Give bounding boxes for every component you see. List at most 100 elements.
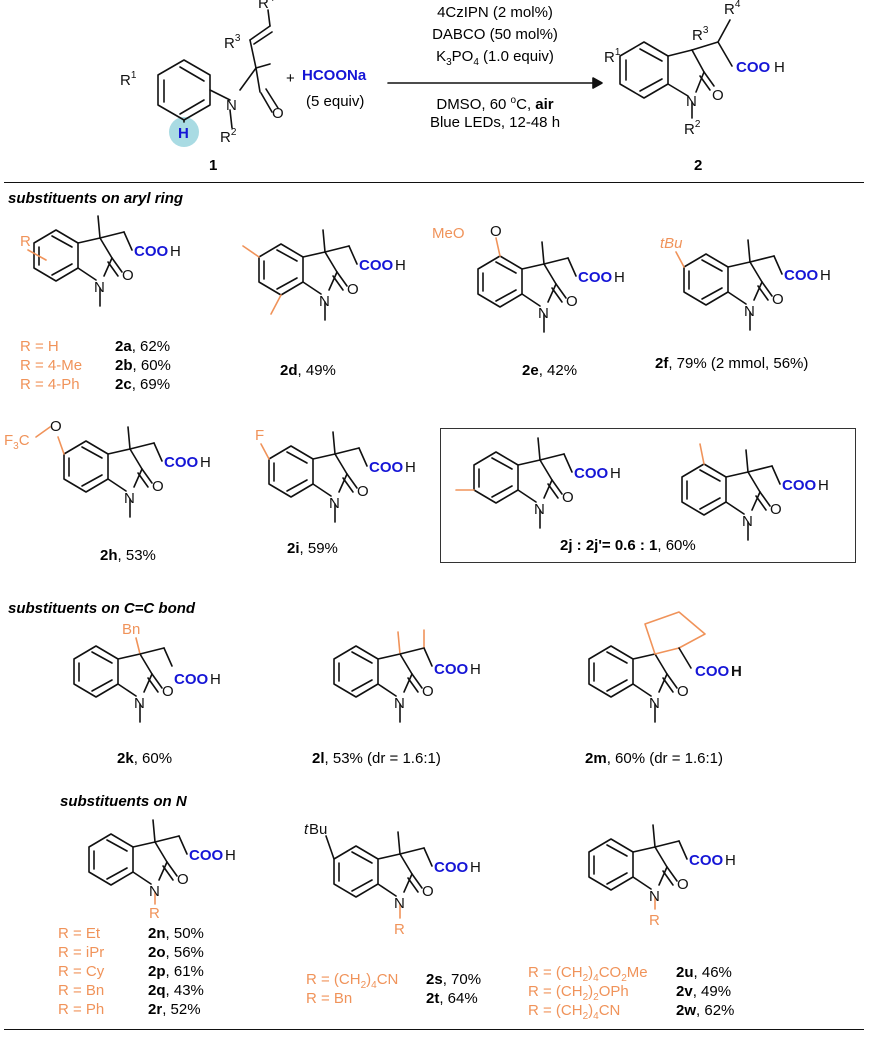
r4-label: R4	[258, 0, 275, 12]
svg-text:COO: COO	[695, 663, 730, 680]
condition-line-4: DMSO, 60 oC, air	[436, 95, 554, 113]
section-title-nitrogen: substituents on N	[60, 793, 187, 810]
r-label: R = (CH2)2OPh	[528, 983, 629, 1003]
nitrogen-atom: N	[226, 97, 237, 114]
svg-text:H: H	[610, 465, 621, 482]
plus-sign: +	[286, 70, 295, 87]
svg-text:tBu: tBu	[660, 235, 683, 252]
yield: , 69%	[131, 376, 171, 393]
svg-text:O: O	[770, 501, 782, 518]
yield: , 62%	[131, 338, 171, 355]
svg-text:R: R	[149, 905, 160, 922]
svg-text:R1: R1	[604, 47, 621, 66]
svg-text:COO: COO	[689, 852, 724, 869]
svg-text:COO: COO	[359, 257, 394, 274]
reagent-formula: HCOONa	[302, 67, 367, 84]
svg-text:COO: COO	[369, 459, 404, 476]
svg-text:N: N	[534, 501, 545, 518]
svg-text:COO: COO	[784, 267, 819, 284]
svg-text:R: R	[394, 921, 405, 938]
svg-text:R2: R2	[684, 119, 701, 138]
svg-text:R3: R3	[692, 25, 709, 44]
svg-text:H: H	[614, 269, 625, 286]
caption-2i: 2i, 59%	[287, 540, 338, 557]
yield: , 50%	[165, 925, 204, 942]
r-label: R = Et	[58, 925, 101, 942]
reagent-equiv: (5 equiv)	[306, 93, 365, 110]
divider-top	[4, 182, 864, 183]
yield: , 61%	[165, 963, 204, 980]
svg-text:N: N	[649, 888, 660, 905]
svg-text:H: H	[200, 454, 211, 471]
svg-text:O: O	[162, 683, 174, 700]
condition-line-5: Blue LEDs, 12-48 h	[429, 114, 561, 131]
svg-text:COO: COO	[434, 859, 469, 876]
svg-text:N: N	[134, 695, 145, 712]
condition-line-3: K3PO4 (1.0 equiv)	[436, 48, 554, 68]
svg-text:N: N	[149, 883, 160, 900]
svg-text:R: R	[20, 233, 31, 250]
compound-id: 2q	[148, 982, 166, 999]
svg-text:H: H	[470, 661, 481, 678]
yield: , 60%	[132, 357, 171, 374]
reactant-1-label: 1	[209, 157, 218, 174]
svg-text:F3C: F3C	[4, 432, 30, 452]
svg-text:COO: COO	[164, 454, 199, 471]
r1-label: R1	[120, 70, 137, 89]
svg-text:O: O	[152, 478, 164, 495]
svg-text:O: O	[490, 223, 502, 240]
yield: , 43%	[165, 982, 204, 999]
svg-text:O: O	[122, 267, 134, 284]
svg-text:COO: COO	[174, 671, 209, 688]
svg-text:t: t	[304, 821, 309, 838]
condition-line-2: DABCO (50 mol%)	[432, 26, 558, 43]
r-label: R = Bn	[58, 982, 105, 999]
svg-text:H: H	[170, 243, 181, 260]
yield: , 62%	[696, 1002, 735, 1019]
r-label: R = (CH2)4CN	[306, 971, 399, 991]
compound-id: 2w	[676, 1002, 697, 1019]
compound-id: 2n	[148, 925, 166, 942]
r-label: R = 4-Ph	[20, 376, 80, 393]
svg-text:Bn: Bn	[122, 621, 140, 638]
compound-id: 2u	[676, 964, 694, 981]
svg-text:N: N	[94, 279, 105, 296]
svg-text:O: O	[50, 418, 62, 435]
svg-text:N: N	[394, 695, 405, 712]
svg-text:COO: COO	[434, 661, 469, 678]
r3-label: R3	[224, 33, 241, 52]
r-label: R = (CH2)4CN	[528, 1002, 621, 1022]
caption-2f: 2f, 79% (2 mmol, 56%)	[655, 355, 809, 372]
svg-text:H: H	[405, 459, 416, 476]
caption-2j: 2j : 2j'= 0.6 : 1, 60%	[560, 537, 696, 554]
section-title-aryl: substituents on aryl ring	[8, 190, 184, 207]
compound-id: 2t	[426, 990, 440, 1007]
caption-2m: 2m, 60% (dr = 1.6:1)	[585, 750, 723, 767]
r-label: R = (CH2)4CO2Me	[528, 964, 648, 984]
svg-text:O: O	[357, 483, 369, 500]
compound-id: 2a	[115, 338, 132, 355]
svg-text:N: N	[329, 495, 340, 512]
svg-text:H: H	[731, 663, 742, 680]
reaction-arrow	[387, 77, 603, 89]
r-label: R = Ph	[58, 1001, 105, 1018]
svg-text:R4: R4	[724, 0, 741, 18]
svg-text:H: H	[774, 59, 785, 76]
svg-text:O: O	[712, 87, 724, 104]
yield: , 56%	[165, 944, 204, 961]
compound-id: 2v	[676, 983, 693, 1000]
condition-line-1: 4CzIPN (2 mol%)	[437, 4, 553, 21]
svg-text:O: O	[347, 281, 359, 298]
